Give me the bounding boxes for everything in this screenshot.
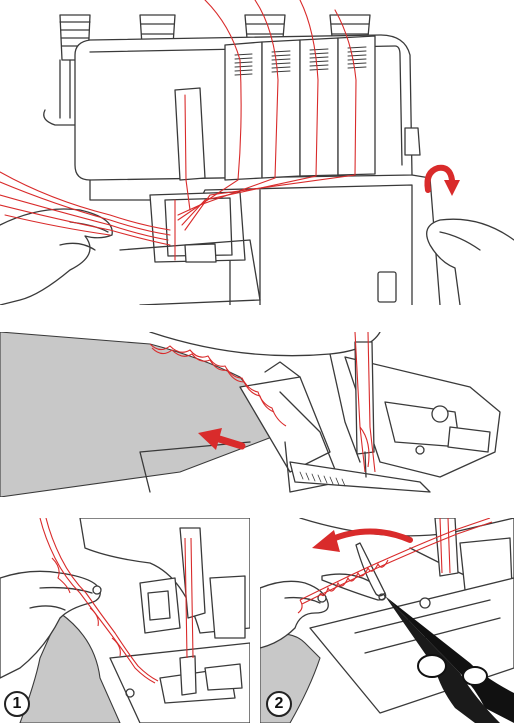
step-number-badge: 1	[4, 691, 30, 717]
fabric-feed-drawing	[0, 332, 514, 497]
thread-chain-drawing	[0, 518, 250, 723]
illustration-threading-overview	[0, 0, 514, 305]
illustration-step-1-pull-chain: 1	[0, 518, 250, 723]
illustration-fabric-feeding	[0, 332, 514, 497]
curved-arrow-icon	[427, 168, 460, 196]
illustration-step-2-cut-chain: 2	[260, 518, 514, 723]
step-number-badge: 2	[266, 691, 292, 717]
overlocker-threading-drawing	[0, 0, 514, 305]
scissors-cut-drawing	[260, 518, 514, 723]
